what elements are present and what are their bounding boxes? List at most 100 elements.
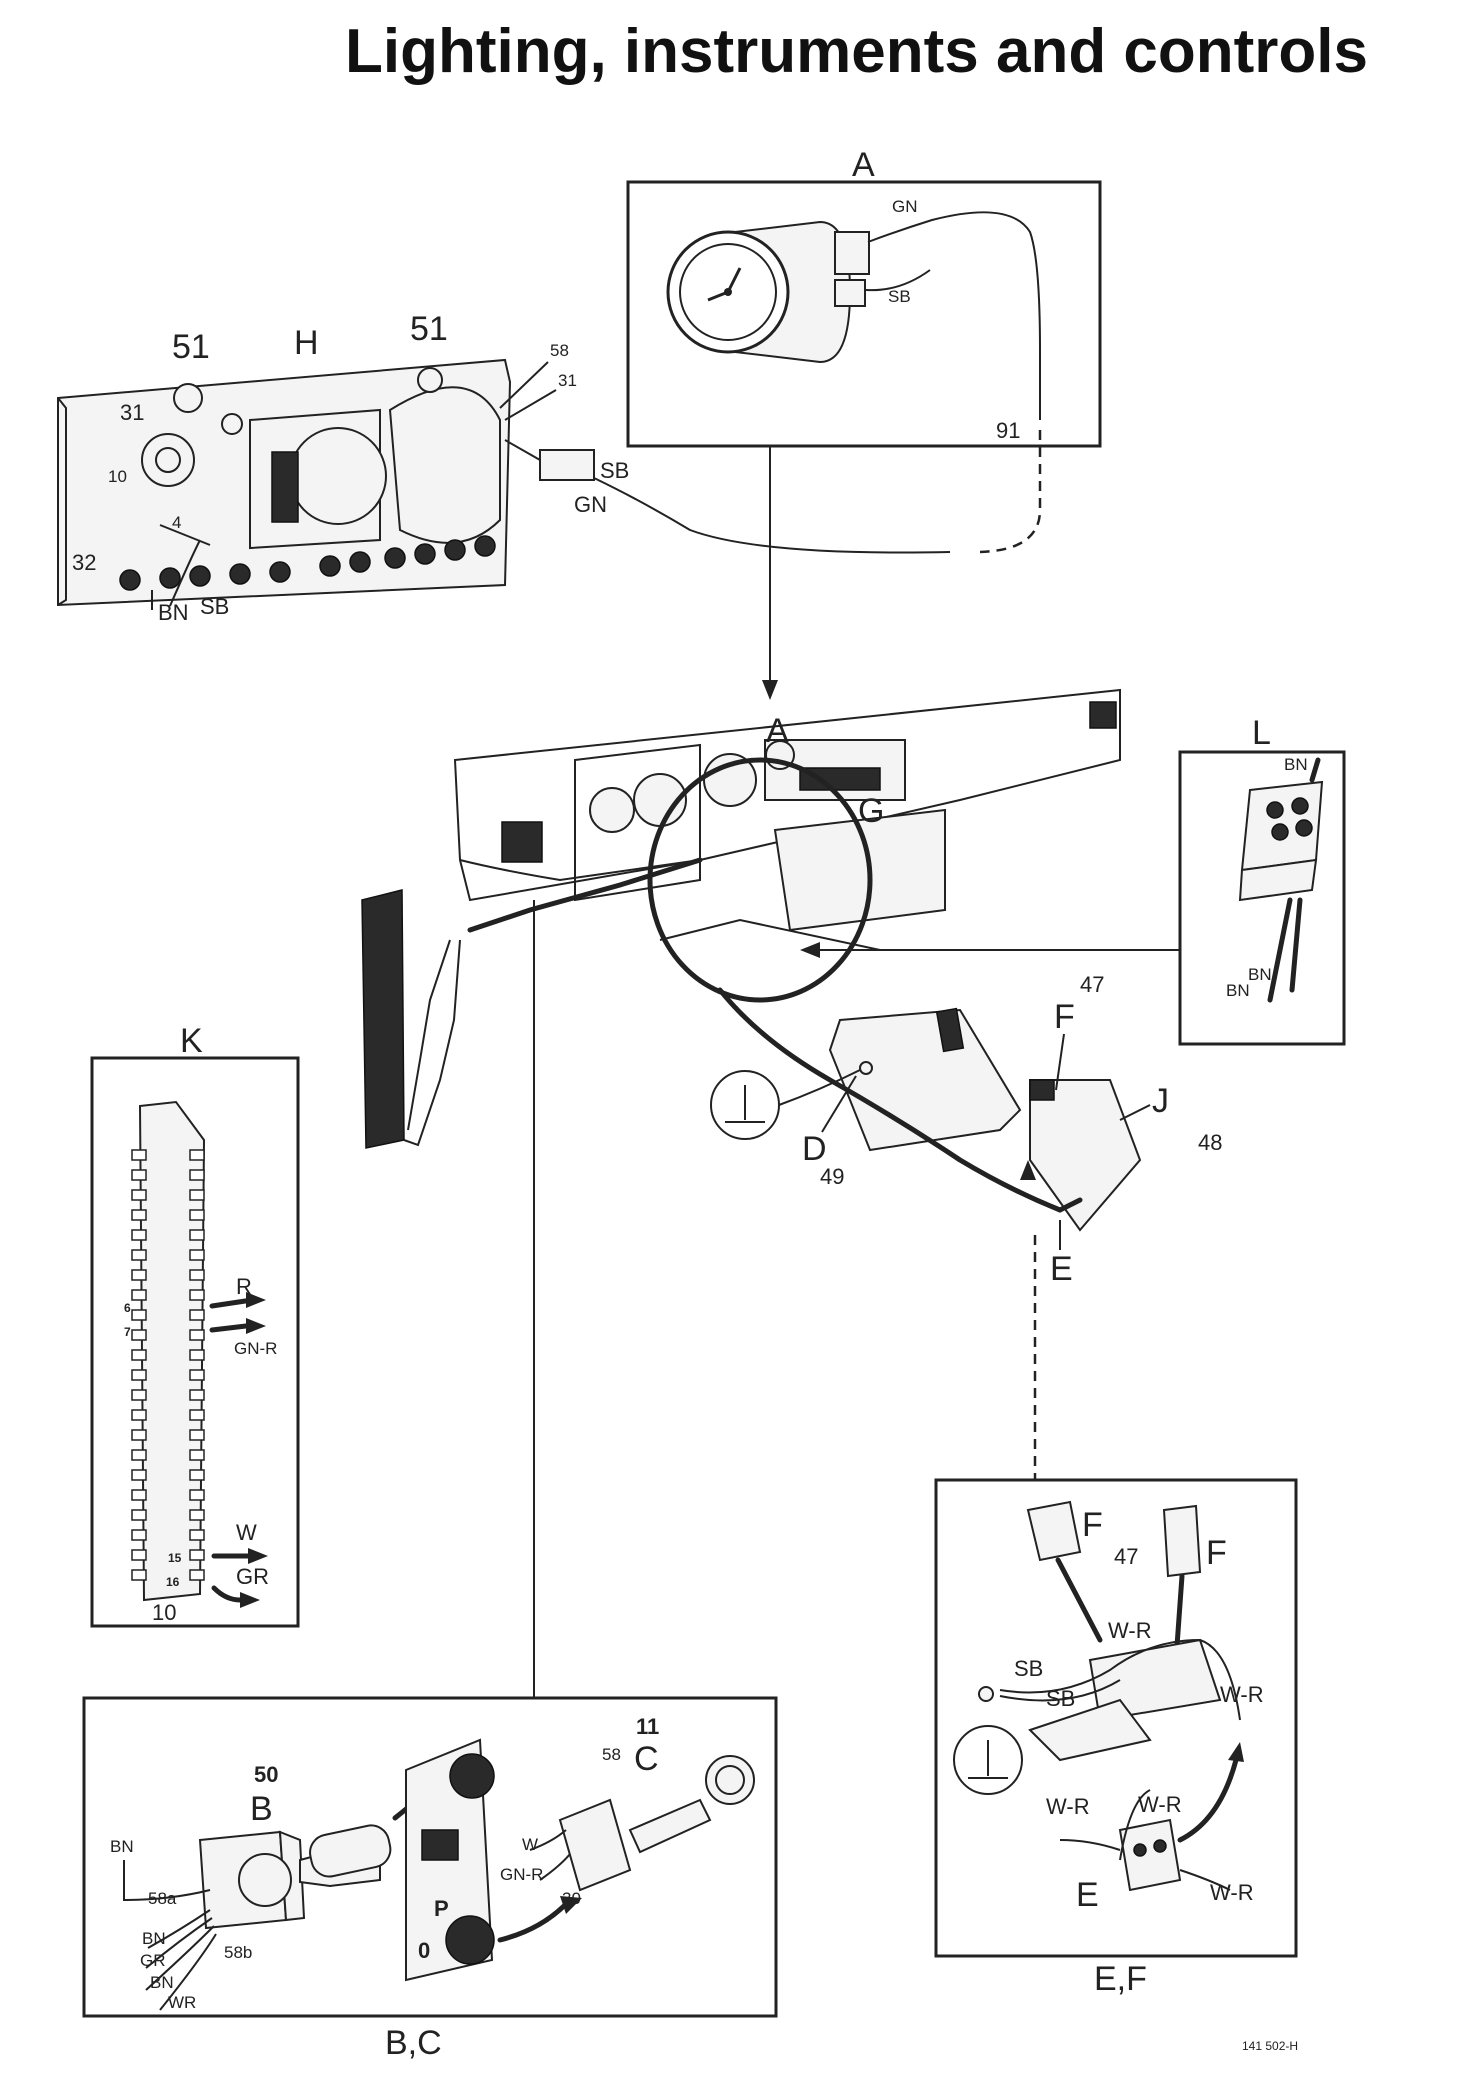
terminal-left — [131, 1429, 147, 1441]
panel-ef: E,F F 47 F W-R SB SB W-R W-R W-R E W-R — [934, 1478, 1298, 1998]
cluster-connector — [539, 449, 595, 481]
terminal-right — [189, 1209, 205, 1221]
terminal-right — [189, 1309, 205, 1321]
ef-wire-sb-1: SB — [1014, 1656, 1043, 1681]
panel-k: K 6 7 15 16 R GN-R W GR 10 — [90, 1022, 300, 1628]
k-pin-6: 6 — [124, 1301, 131, 1315]
terminal-right — [189, 1389, 205, 1401]
terminal-right — [189, 1569, 205, 1581]
bc-knob-0: 0 — [418, 1938, 430, 1963]
ef-label-e: E — [1076, 1876, 1099, 1914]
panel-ef-caption: E,F — [1094, 1960, 1147, 1998]
k-wire-r: R — [236, 1274, 252, 1299]
num-10: 10 — [108, 467, 127, 486]
bc-num-58: 58 — [602, 1745, 621, 1764]
num-58: 58 — [550, 341, 569, 360]
num-51-left: 51 — [172, 328, 210, 366]
l-wire-bn-bottom: BN — [1226, 981, 1250, 1000]
panel-l: L BN BN BN — [1178, 714, 1346, 1046]
dash-num-48: 48 — [1198, 1130, 1222, 1155]
ef-wire-wr-top: W-R — [1108, 1618, 1152, 1643]
main-harness — [467, 857, 703, 933]
terminal-right — [189, 1549, 205, 1561]
terminal-right — [189, 1329, 205, 1341]
num-31-right: 31 — [558, 371, 577, 390]
ref-91: 91 — [996, 418, 1020, 443]
connector-strip — [361, 889, 461, 1149]
terminal-right — [189, 1529, 205, 1541]
dash-label-f: F — [1054, 998, 1075, 1036]
terminal-left — [131, 1329, 147, 1341]
cluster-cable — [593, 477, 951, 554]
panel-k-frame — [90, 1056, 300, 1628]
wire-sb-label: SB — [888, 287, 911, 306]
panel-h: 51 H 51 58 31 31 10 4 32 BN SB — [57, 310, 951, 625]
ef-num-47: 47 — [1114, 1544, 1138, 1569]
bc-term-58b: 58b — [224, 1943, 252, 1962]
terminal-left — [131, 1509, 147, 1521]
dash-label-e: E — [1050, 1250, 1073, 1288]
panel-a-frame — [626, 180, 1102, 448]
terminal-right — [189, 1489, 205, 1501]
dash-label-g: G — [858, 792, 884, 830]
terminal-right — [189, 1509, 205, 1521]
k-wire-w: W — [236, 1520, 257, 1545]
knob-top — [449, 1753, 495, 1799]
terminal-right — [189, 1369, 205, 1381]
terminal-right — [189, 1429, 205, 1441]
terminal-left — [131, 1209, 147, 1221]
ef-wire-wr-bottom: W-R — [1210, 1880, 1254, 1905]
terminal-left — [131, 1249, 147, 1261]
terminal-left — [131, 1269, 147, 1281]
clock-gauge — [666, 220, 870, 364]
conn-sb-label: SB — [600, 458, 629, 483]
terminal-left — [131, 1489, 147, 1501]
ef-wire-wr-mid: W-R — [1138, 1792, 1182, 1817]
knob-bottom — [445, 1915, 495, 1965]
k-wire-gr: GR — [236, 1564, 269, 1589]
bc-num-50: 50 — [254, 1762, 278, 1787]
terminal-left — [131, 1389, 147, 1401]
terminal-right — [189, 1409, 205, 1421]
wire-bn-label: BN — [158, 600, 189, 625]
dashed-cable-a — [979, 430, 1042, 554]
k-pin-7: 7 — [124, 1325, 131, 1339]
k-wire-gnr: GN-R — [234, 1339, 277, 1358]
k-num-10: 10 — [152, 1600, 176, 1625]
center-console — [828, 1008, 1022, 1152]
bc-knob-p: P — [434, 1896, 449, 1921]
terminal-left — [131, 1189, 147, 1201]
page-title: Lighting, instruments and controls — [345, 17, 1368, 86]
ef-label-f-left: F — [1082, 1506, 1103, 1544]
bc-num-11: 11 — [636, 1714, 659, 1739]
panel-a-label: A — [852, 146, 875, 184]
ef-wire-wr-left: W-R — [1046, 1794, 1090, 1819]
bc-label-c: C — [634, 1740, 659, 1778]
ef-label-f-right: F — [1206, 1534, 1227, 1572]
bc-wire-bn2: BN — [150, 1973, 174, 1992]
l-wire-bn-mid: BN — [1248, 965, 1272, 984]
terminal-left — [131, 1469, 147, 1481]
wire-sb-label-h: SB — [200, 594, 229, 619]
panel-bc: B,C 50 B 11 C 58 30 P 0 BN 58a — [82, 1696, 778, 2062]
panel-k-label: K — [180, 1022, 203, 1060]
num-32: 32 — [72, 550, 96, 575]
pedal-bracket — [1088, 1638, 1222, 1722]
conn-gn-label: GN — [574, 492, 607, 517]
bc-wire-gnr: GN-R — [500, 1865, 543, 1884]
k-pin-15: 15 — [168, 1551, 182, 1565]
dash-num-47: 47 — [1080, 972, 1104, 997]
bc-wire-gr: GR — [140, 1951, 166, 1970]
terminal-right — [189, 1349, 205, 1361]
switch-c-body — [558, 1798, 632, 1892]
num-51-right: 51 — [410, 310, 448, 348]
terminal-left — [131, 1149, 147, 1161]
panel-l-frame — [1178, 750, 1346, 1046]
pedal-area — [1029, 1079, 1142, 1232]
rocker-switch — [421, 1829, 459, 1861]
bc-wire-w: W — [522, 1835, 538, 1854]
terminal-right — [189, 1229, 205, 1241]
terminal-left — [131, 1369, 147, 1381]
terminal-left — [131, 1529, 147, 1541]
terminal-right — [189, 1249, 205, 1261]
